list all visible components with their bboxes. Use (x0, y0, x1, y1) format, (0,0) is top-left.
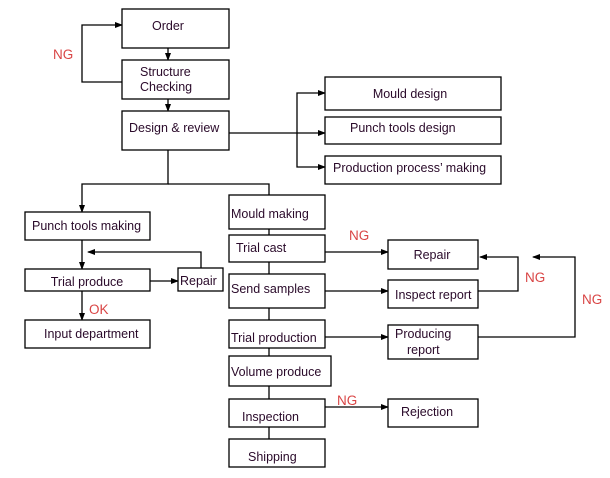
node-punch-tools-design: Punch tools design (324, 116, 502, 145)
node-box (228, 194, 326, 230)
ok-label: OK (89, 302, 109, 317)
node-box (228, 319, 326, 349)
node-box (24, 268, 151, 292)
connector-design-review-to-punch-tools-making (79, 150, 169, 213)
node-production-process-making: Production process’ making (324, 155, 502, 185)
connector-repair-left-to-trial-produce (87, 249, 202, 268)
connector-structure-checking-to-order (81, 22, 123, 83)
node-label: Rejection (401, 405, 453, 419)
node-label: Inspect report (395, 288, 472, 302)
node-label: Punch tools making (32, 219, 141, 233)
node-box (228, 398, 326, 428)
node-label: Mould design (373, 87, 447, 101)
node-label: Producing (395, 327, 451, 341)
node-box (324, 155, 502, 185)
node-mould-design: Mould design (324, 76, 502, 111)
node-box (228, 273, 326, 309)
node-box (387, 279, 479, 309)
ng-label: NG (349, 228, 369, 243)
node-label: Punch tools design (350, 121, 456, 135)
node-label: Volume produce (231, 365, 321, 379)
node-box (228, 438, 326, 468)
node-trial-produce: Trial produce (24, 268, 151, 292)
node-label: Trial production (231, 331, 317, 345)
node-box (24, 211, 151, 241)
node-box (387, 398, 479, 428)
node-box (24, 319, 151, 349)
node-producing-report: Producing report (387, 324, 479, 360)
node-box (324, 76, 502, 111)
node-volume-produce: Volume produce (228, 355, 332, 387)
node-punch-tools-making: Punch tools making (24, 211, 151, 241)
node-label: Repair (414, 248, 451, 262)
node-inspection: Inspection (228, 398, 326, 428)
node-label: Order (152, 19, 184, 33)
node-label: report (407, 343, 440, 357)
node-box (228, 355, 332, 387)
ng-label: NG (337, 393, 357, 408)
node-box (121, 8, 230, 49)
node-label: Shipping (248, 450, 297, 464)
node-inspect-report: Inspect report (387, 279, 479, 309)
node-rejection: Rejection (387, 398, 479, 428)
node-box (387, 324, 479, 360)
node-input-department: Input department (24, 319, 151, 349)
node-label: Structure (140, 65, 191, 79)
node-label: Send samples (231, 282, 310, 296)
connector-design-review-to-mould-design (229, 90, 326, 134)
node-send-samples: Send samples (228, 273, 326, 309)
node-label: Design & review (129, 121, 220, 135)
node-label: Trial produce (51, 275, 124, 289)
node-box (228, 234, 326, 263)
node-box (177, 267, 224, 292)
node-design-review: Design & review (121, 110, 230, 151)
connector-inspect-report-to-repair-right (478, 254, 519, 292)
node-trial-production: Trial production (228, 319, 326, 349)
connector-design-review-to-production-process-making (296, 133, 326, 170)
ng-label: NG (53, 47, 73, 62)
node-label: Mould making (231, 207, 309, 221)
node-repair-left: Repair (177, 267, 224, 292)
node-label: Input department (44, 327, 139, 341)
node-label: Repair (180, 274, 217, 288)
node-trial-cast: Trial cast (228, 234, 326, 263)
node-shipping: Shipping (228, 438, 326, 468)
connector-design-review-to-mould-making (168, 183, 270, 195)
node-label: Trial cast (236, 241, 287, 255)
node-order: Order (121, 8, 230, 49)
ng-label: NG (582, 292, 602, 307)
node-box (324, 116, 502, 145)
node-label: Inspection (242, 410, 299, 424)
node-box (121, 59, 230, 100)
connector-producing-report-to-repair-right (478, 254, 576, 338)
node-mould-making: Mould making (228, 194, 326, 230)
ng-label: NG (525, 270, 545, 285)
node-label: Production process’ making (333, 161, 486, 175)
node-box (387, 239, 479, 270)
node-box (121, 110, 230, 151)
node-repair-right: Repair (387, 239, 479, 270)
node-label: Checking (140, 80, 192, 94)
